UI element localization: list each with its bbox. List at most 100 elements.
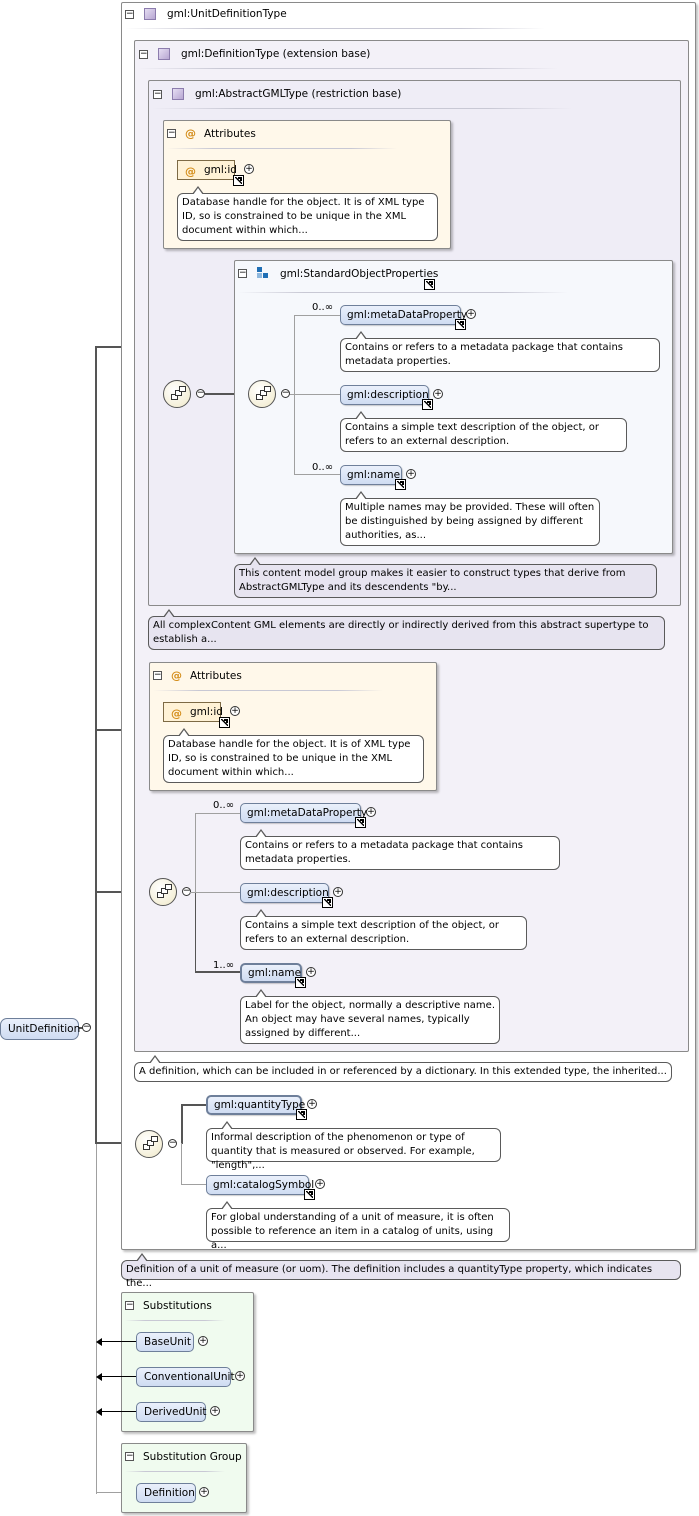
collapse-root[interactable]: − (82, 1022, 91, 1032)
expand-icon[interactable]: + (235, 1371, 245, 1381)
group-connector (205, 393, 248, 395)
unit-definition-doc: Definition of a unit of measure (or uom)… (121, 1253, 681, 1289)
attribute-icon: @ (171, 707, 182, 720)
sequence-branch (290, 394, 340, 395)
collapse-unit-definition-type[interactable]: − (125, 9, 134, 19)
subst-line (101, 1411, 136, 1412)
link-icon[interactable] (395, 479, 406, 490)
collapse-sequence[interactable]: − (168, 1138, 177, 1148)
expand-icon[interactable]: + (406, 469, 416, 479)
sequence-branch (195, 813, 196, 892)
arrow-icon (96, 1408, 102, 1416)
gml-id-doc: Database handle for the object. It is of… (163, 728, 424, 783)
link-icon[interactable] (355, 817, 366, 828)
gml-id-attribute[interactable]: @ gml:id (177, 160, 237, 180)
separator (125, 1320, 225, 1321)
separator (152, 108, 572, 109)
collapse-abstract-gml-type[interactable]: − (153, 89, 162, 99)
sequence-branch (294, 315, 340, 316)
element-name[interactable]: gml:name (340, 465, 402, 485)
sequence-branch (294, 474, 340, 475)
sequence-icon (135, 1130, 163, 1158)
expand-icon[interactable]: + (307, 1099, 317, 1109)
link-icon[interactable] (295, 977, 306, 988)
attribute-icon: @ (171, 669, 182, 682)
gml-id-attribute[interactable]: @ gml:id (163, 702, 223, 722)
link-icon[interactable] (455, 319, 466, 330)
link-icon[interactable] (322, 897, 333, 908)
separator (167, 148, 397, 149)
collapse-substitution-group[interactable]: − (125, 1451, 134, 1461)
abstract-gml-type-title: gml:AbstractGMLType (restriction base) (195, 88, 402, 100)
complex-type-icon (172, 88, 184, 100)
expand-icon[interactable]: + (210, 1406, 220, 1416)
expand-icon[interactable]: + (433, 389, 443, 399)
sequence-branch (181, 1104, 206, 1106)
element-catalogsymbol[interactable]: gml:catalogSymbol (206, 1175, 314, 1195)
separator (125, 1471, 225, 1472)
trunk-vertical (95, 346, 97, 1144)
subst-group-hline (96, 1492, 136, 1493)
substitutions-title: Substitutions (143, 1300, 212, 1312)
quantitytype-doc: Informal description of the phenomenon o… (206, 1121, 501, 1171)
sequence-branch (195, 971, 240, 973)
abstract-gml-type-doc: All complexContent GML elements are dire… (148, 609, 665, 650)
substitution-baseunit[interactable]: BaseUnit (136, 1332, 194, 1352)
collapse-sequence[interactable]: − (281, 388, 290, 398)
link-icon[interactable] (422, 399, 433, 410)
collapse-attributes-inner[interactable]: − (167, 128, 176, 138)
expand-icon[interactable]: + (306, 967, 316, 977)
sequence-icon (149, 878, 177, 906)
element-quantitytype[interactable]: gml:quantityType (206, 1095, 305, 1115)
substitution-group-definition[interactable]: Definition (136, 1483, 196, 1503)
expand-icon[interactable]: + (230, 706, 240, 716)
expand-icon[interactable]: + (466, 309, 476, 319)
expand-icon[interactable]: + (244, 164, 254, 174)
link-icon[interactable] (304, 1189, 315, 1200)
element-metadataproperty[interactable]: gml:metaDataProperty (340, 305, 467, 325)
element-name[interactable]: gml:name (240, 963, 302, 983)
sequence-icon (248, 380, 276, 408)
sequence-branch (181, 1184, 206, 1185)
collapse-attributes-outer[interactable]: − (153, 670, 162, 680)
separator (138, 68, 558, 69)
cardinality: 0..∞ (312, 302, 334, 313)
element-metadataproperty[interactable]: gml:metaDataProperty (240, 803, 367, 823)
attribute-icon: @ (185, 165, 196, 178)
substitution-conventionalunit[interactable]: ConventionalUnit (136, 1367, 235, 1387)
standard-object-properties-doc: This content model group makes it easier… (234, 557, 657, 598)
collapse-sequence[interactable]: − (196, 388, 205, 398)
subst-vertical (96, 1144, 97, 1494)
expand-icon[interactable]: + (333, 887, 343, 897)
gml-id-doc: Database handle for the object. It is of… (177, 186, 438, 241)
link-icon[interactable] (424, 279, 435, 290)
name-doc: Label for the object, normally a descrip… (240, 989, 500, 1044)
element-description[interactable]: gml:description (340, 385, 429, 405)
trunk-hline-4 (95, 1142, 137, 1144)
unit-definition-type-title: gml:UnitDefinitionType (167, 8, 287, 20)
definition-type-doc: A definition, which can be included in o… (134, 1055, 672, 1082)
link-icon[interactable] (219, 717, 230, 728)
sequence-branch (181, 1143, 182, 1184)
collapse-substitutions[interactable]: − (125, 1300, 134, 1310)
description-doc: Contains a simple text description of th… (240, 909, 527, 950)
collapse-sequence[interactable]: − (182, 886, 191, 896)
gml-id-label: gml:id (190, 706, 223, 718)
cardinality: 0..∞ (213, 800, 235, 811)
sequence-icon (163, 380, 191, 408)
expand-icon[interactable]: + (199, 1487, 209, 1497)
complex-type-icon (144, 8, 156, 20)
definition-type-title: gml:DefinitionType (extension base) (181, 48, 371, 60)
expand-icon[interactable]: + (366, 807, 376, 817)
collapse-definition-type[interactable]: − (139, 49, 148, 59)
expand-icon[interactable]: + (315, 1179, 325, 1189)
root-element-unitdefinition[interactable]: UnitDefinition (0, 1018, 80, 1040)
expand-icon[interactable]: + (198, 1336, 208, 1346)
gml-id-label: gml:id (204, 164, 237, 176)
standard-object-properties-title: gml:StandardObjectProperties (280, 268, 439, 280)
element-description[interactable]: gml:description (240, 883, 329, 903)
substitution-derivedunit[interactable]: DerivedUnit (136, 1402, 207, 1422)
link-icon[interactable] (233, 175, 244, 186)
link-icon[interactable] (296, 1109, 307, 1120)
collapse-standard-object-properties[interactable]: − (238, 268, 247, 278)
